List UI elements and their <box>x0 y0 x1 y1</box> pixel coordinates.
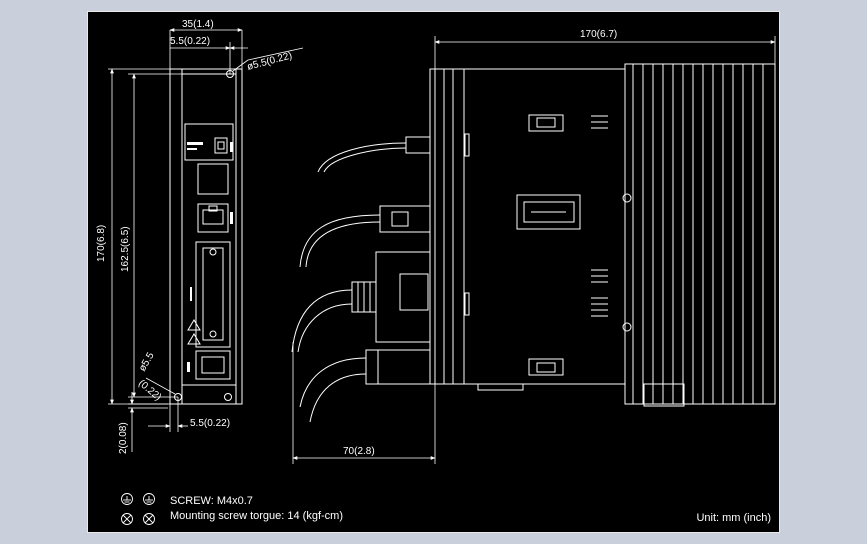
drive-front-body <box>169 68 243 405</box>
side-view <box>291 63 776 423</box>
cable-1 <box>317 136 431 173</box>
dim-width-total: 35(1.4) <box>182 19 214 30</box>
dim-hole-dia-bottom-a: ø5.5 <box>137 350 157 373</box>
dim-hole-dia-bottom-b: (0.22) <box>136 378 163 403</box>
front-view-dimensions <box>108 28 304 452</box>
dim-depth-total: 170(6.7) <box>580 29 617 40</box>
rj45-port <box>197 203 229 233</box>
ground-icon <box>121 493 133 505</box>
drawing-frame: 35(1.4) 5.5(0.22) ø5.5(0.22) 170(6.8) 16… <box>87 11 780 533</box>
screw-icon <box>143 513 155 525</box>
dim-hole-dia-top: ø5.5(0.22) <box>246 50 293 73</box>
heatsink <box>624 63 776 405</box>
side-connector-slot <box>516 194 581 230</box>
front-view <box>169 68 243 405</box>
io-connector <box>195 241 231 348</box>
dim-hole-offset-top: 5.5(0.22) <box>170 36 210 47</box>
torque-note: Mounting screw torgue: 14 (kgf-cm) <box>170 510 344 522</box>
encoder-connector <box>195 350 231 380</box>
dim-hole-pitch: 162.5(6.5) <box>120 226 131 272</box>
display-window <box>197 163 229 195</box>
screw-note: SCREW: M4x0.7 <box>170 495 253 507</box>
cable-4 <box>299 349 431 423</box>
usb-port <box>214 137 228 154</box>
ground-symbols <box>121 493 155 525</box>
cable-2 <box>299 205 431 268</box>
dim-height-total: 170(6.8) <box>96 225 107 262</box>
dim-cable-clearance: 70(2.8) <box>343 446 375 457</box>
side-view-dimensions <box>292 36 776 464</box>
dim-bottom-gap: 2(0.08) <box>118 422 129 454</box>
screw-icon <box>121 513 133 525</box>
dim-hole-offset-bottom: 5.5(0.22) <box>190 418 230 429</box>
dimension-drawing: 35(1.4) 5.5(0.22) ø5.5(0.22) 170(6.8) 16… <box>96 19 776 525</box>
cable-3 <box>291 251 431 353</box>
unit-note: Unit: mm (inch) <box>696 512 771 524</box>
ground-icon <box>143 493 155 505</box>
mounting-hole-bottom-right <box>224 393 232 401</box>
